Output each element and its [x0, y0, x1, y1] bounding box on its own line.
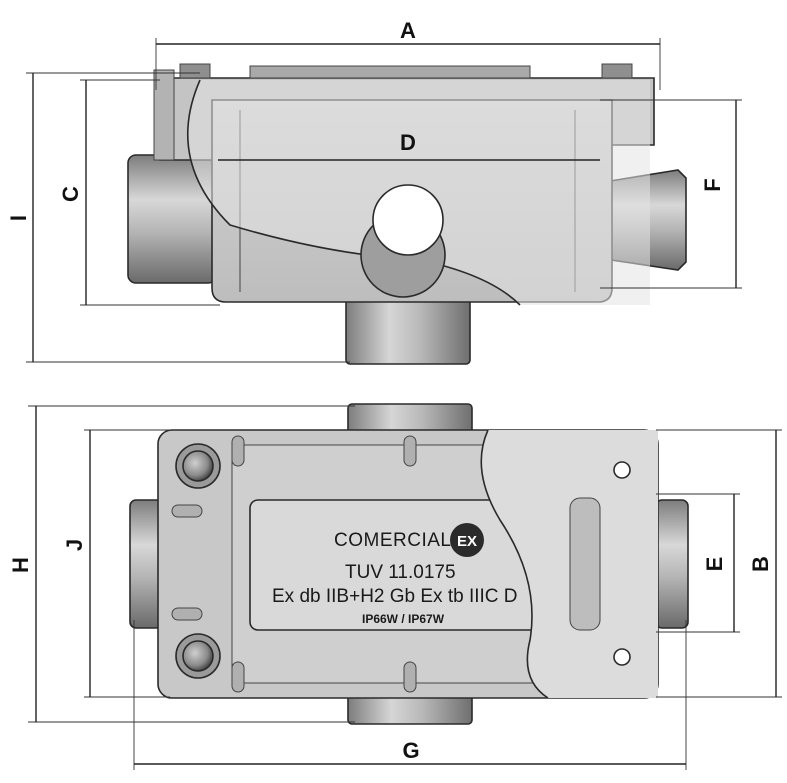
mount-hole-bottom [613, 648, 631, 666]
label-j: J [62, 539, 87, 551]
cover-top-detail [249, 65, 531, 79]
cover-bolt-right [601, 63, 633, 79]
cutaway-curve [187, 79, 521, 306]
label-a: A [400, 18, 416, 43]
slot-top-left [231, 435, 245, 467]
label-d: D [400, 130, 416, 155]
label-b: B [748, 556, 773, 572]
bolt-top-left [175, 443, 221, 489]
cover-bolt-left [179, 63, 211, 79]
nameplate-brand: COMERCIAL EX [334, 523, 484, 557]
brand-badge-icon [450, 523, 484, 557]
label-h: H [8, 557, 33, 573]
cert-number: TUV 11.0175 [345, 562, 456, 583]
label-f: F [700, 178, 725, 191]
left-flange [153, 69, 175, 161]
plan-cutaway-curve [480, 429, 549, 699]
label-c: C [58, 186, 83, 202]
plan-view: COMERCIAL EX TUV 11.0175 Ex db IIB+H2 Gb… [129, 403, 689, 725]
inner-port-hole [372, 184, 444, 256]
label-e: E [702, 557, 727, 572]
bolt-bottom-left [175, 633, 221, 679]
brand-badge-text: EX [457, 533, 477, 550]
ex-marking: Ex db IIB+H2 Gb Ex tb IIIC D [272, 586, 518, 607]
plan-inner-recess [569, 497, 601, 631]
label-i: I [6, 215, 31, 221]
plan-right-hub [655, 499, 689, 629]
label-g: G [402, 738, 419, 763]
slot-bottom-mid [403, 661, 417, 693]
slot-left-top [171, 504, 203, 518]
slot-left-bottom [171, 607, 203, 621]
mount-hole-top [613, 461, 631, 479]
ip-rating: IP66W / IP67W [362, 612, 445, 626]
slot-bottom-left [231, 661, 245, 693]
brand-text: COMERCIAL [334, 530, 451, 551]
bottom-hub [345, 297, 471, 365]
side-view [127, 63, 687, 365]
dimension-lines [26, 38, 782, 770]
slot-top-mid [403, 435, 417, 467]
